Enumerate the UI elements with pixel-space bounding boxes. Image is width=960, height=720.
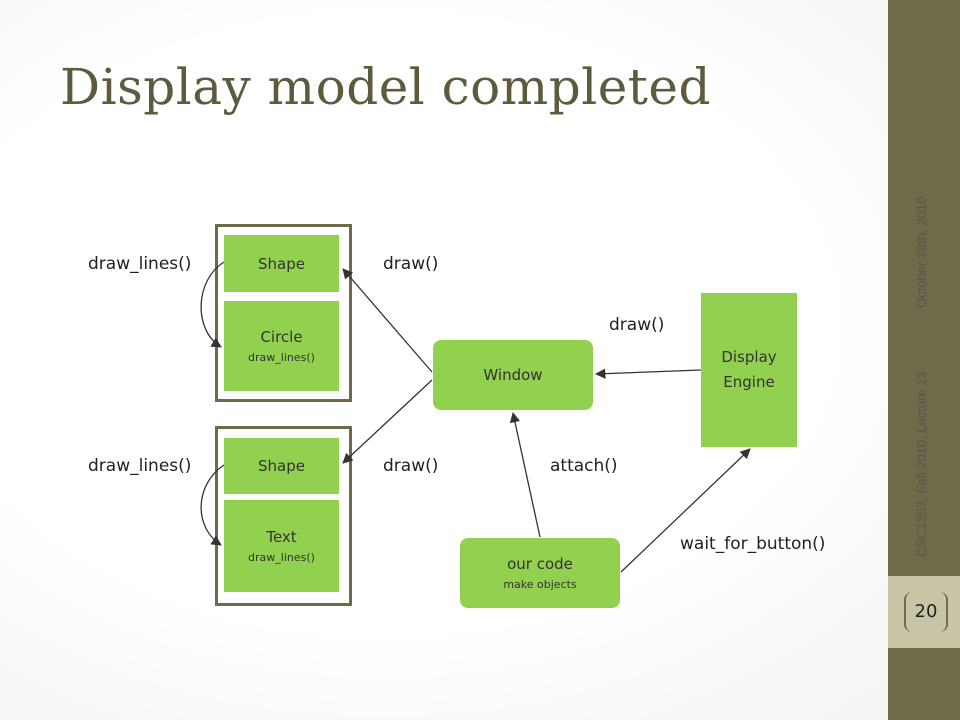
label-draw-top: draw(): [383, 254, 439, 274]
arrow-shape-top-to-circle: [200, 261, 225, 348]
label-draw-lines-top: draw_lines(): [88, 254, 192, 274]
label-draw-lines-bottom: draw_lines(): [88, 456, 192, 476]
shape-top-label: Shape: [258, 254, 305, 273]
circle-box: Circle draw_lines(): [224, 301, 339, 391]
label-draw-engine: draw(): [609, 315, 665, 335]
arrow-ourcode-to-window: [509, 411, 541, 538]
shape-bottom-label: Shape: [258, 457, 305, 475]
arrow-window-to-shape-top: [342, 268, 433, 373]
our-code-label: our code: [507, 555, 573, 573]
label-attach: attach(): [550, 456, 618, 476]
text-label: Text: [266, 528, 297, 546]
shape-bottom-box: Shape: [224, 438, 339, 494]
slide-title: Display model completed: [60, 58, 711, 116]
display-engine-label: Display Engine: [721, 348, 777, 391]
our-code-box: our code make objects: [460, 538, 620, 608]
circle-label: Circle: [260, 328, 303, 346]
sidebar-page-area: [888, 576, 960, 648]
arrow-window-to-shape-bottom: [342, 379, 433, 464]
window-box: Window: [433, 340, 593, 410]
our-code-sublabel: make objects: [503, 578, 577, 591]
window-label: Window: [483, 366, 543, 384]
display-engine-box: Display Engine: [701, 293, 797, 447]
arrow-shape-bottom-to-text: [200, 464, 225, 546]
text-sublabel: draw_lines(): [248, 551, 315, 564]
label-wait-for-button: wait_for_button(): [680, 534, 826, 554]
circle-sublabel: draw_lines(): [248, 351, 315, 364]
shape-top-box: Shape: [224, 235, 339, 292]
label-draw-bottom: draw(): [383, 456, 439, 476]
arrow-ourcode-to-engine: [620, 448, 751, 573]
page-number: 20: [904, 592, 948, 632]
arrow-engine-to-window: [594, 368, 702, 379]
text-box: Text draw_lines(): [224, 500, 339, 592]
